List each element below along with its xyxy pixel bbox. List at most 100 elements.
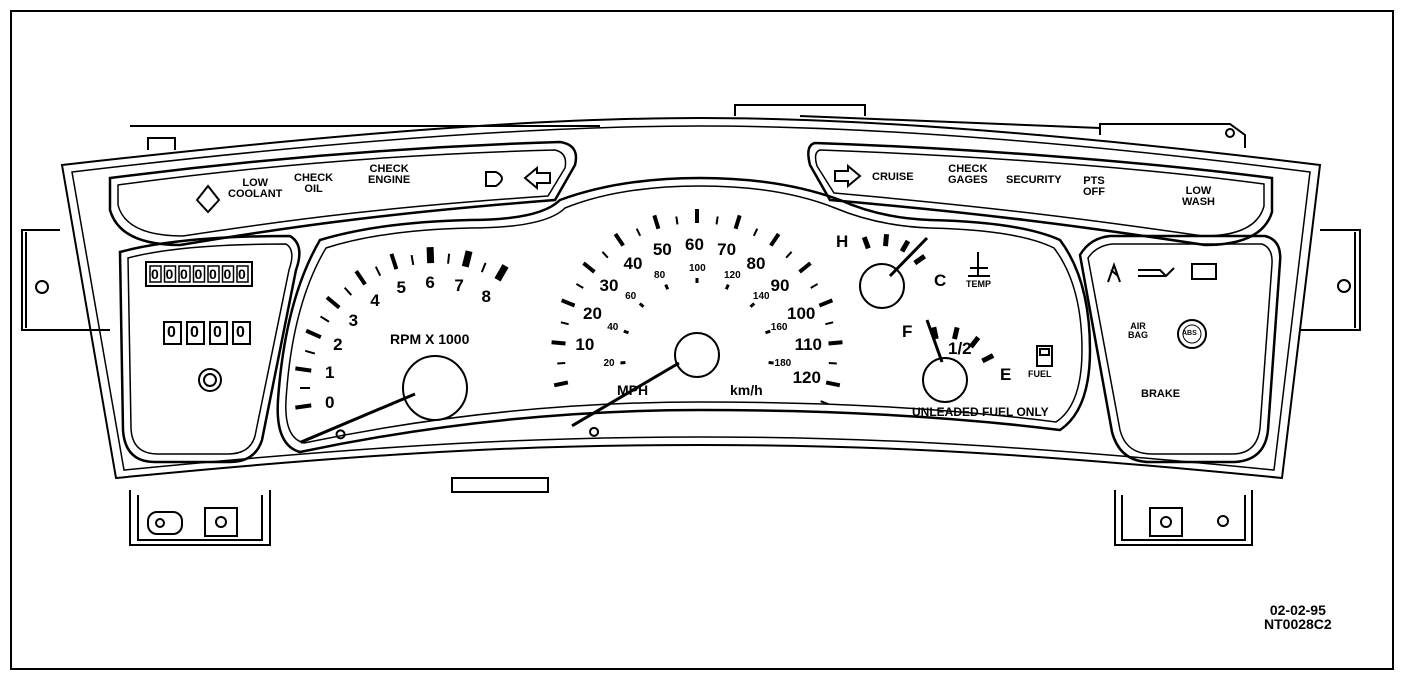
tach-label-0: 0 (325, 392, 335, 412)
odometer-digit: 0 (180, 266, 188, 282)
speedo-tick (613, 232, 625, 247)
mph-label-120: 120 (792, 367, 821, 387)
speedo-minor-tick (785, 251, 793, 259)
kmh-label: km/h (730, 382, 763, 398)
tachometer-needle (299, 392, 416, 444)
kmh-label-100: 100 (689, 263, 706, 274)
temp-label: TEMP (966, 279, 992, 289)
kmh-label-20: 20 (603, 357, 615, 369)
kmh-label-80: 80 (654, 270, 666, 282)
temp-icon (968, 252, 990, 277)
unleaded-fuel-note: UNLEADED FUEL ONLY (912, 405, 1049, 419)
trip-digit-box (163, 321, 182, 345)
speedo-tick (560, 298, 576, 308)
fuel-tick (968, 335, 981, 349)
kmh-label-140: 140 (752, 291, 770, 303)
tach-tick (325, 295, 341, 310)
fuel-tick (981, 353, 995, 364)
speedo-minor-tick (820, 400, 829, 405)
tach-minor-tick (374, 266, 382, 277)
fuel-full-label: F (902, 322, 913, 341)
fuel-empty-label: E (1000, 365, 1012, 384)
speedo-minor-tick (752, 228, 759, 237)
mph-label-60: 60 (685, 235, 704, 254)
speedo-minor-tick (675, 216, 679, 225)
speedometer-hub (674, 332, 720, 378)
speedo-tick (652, 214, 661, 230)
temp-tick (913, 254, 927, 266)
fuel-gauge-hub (922, 357, 968, 403)
speedo-tick (582, 261, 596, 274)
tachometer-label: RPM X 1000 (390, 331, 470, 347)
tach-minor-tick (319, 315, 330, 323)
tach-minor-tick (480, 262, 487, 273)
mph-label-20: 20 (583, 303, 602, 323)
tach-label-6: 6 (425, 273, 435, 293)
trip-digit-box (186, 321, 205, 345)
tach-label-4: 4 (370, 290, 380, 310)
tach-minor-tick (304, 349, 316, 355)
tach-tick (426, 246, 435, 264)
fuel-pump-icon (1036, 345, 1053, 367)
odometer-digit: 0 (165, 266, 174, 282)
tach-tick (461, 250, 473, 268)
odometer-digit: 0 (151, 266, 159, 282)
tach-minor-tick (410, 254, 415, 266)
mph-label-40: 40 (623, 253, 643, 273)
odometer-reset-button (198, 368, 222, 392)
speedo-minor-tick (715, 216, 719, 225)
kmh-label-40: 40 (607, 322, 619, 334)
tach-tick (295, 403, 312, 410)
fuel-gauge-needle (925, 319, 944, 363)
tach-tick (389, 253, 399, 270)
tachometer-needle-stop (335, 429, 346, 440)
tach-tick (305, 328, 322, 339)
speedo-tick (769, 232, 781, 247)
kmh-label-120: 120 (723, 270, 741, 282)
tach-minor-tick (447, 253, 451, 264)
headlamp-icon (485, 171, 503, 187)
odometer-digit: 0 (223, 266, 232, 282)
seatbelt-icon (1107, 261, 1121, 283)
kmh-tick (765, 329, 771, 335)
tach-label-2: 2 (333, 335, 343, 355)
kmh-label-180: 180 (774, 357, 792, 369)
tach-tick (494, 264, 509, 282)
mph-label-10: 10 (575, 335, 595, 355)
kmh-label-60: 60 (625, 291, 637, 303)
mph-label-30: 30 (599, 275, 619, 295)
reference-code: NT0028C2 (1264, 616, 1332, 632)
odometer-digit-box (178, 265, 191, 283)
cruise-label: CRUISE (872, 171, 914, 183)
drawing-frame (10, 10, 1394, 670)
reference-date: 02-02-95 (1269, 602, 1326, 618)
tach-label-7: 7 (454, 276, 464, 296)
mph-label: MPH (617, 382, 649, 398)
speedo-tick (798, 261, 812, 274)
fuel-tick (952, 326, 960, 340)
odometer-digit-box (221, 265, 235, 283)
fuel-tick (931, 326, 939, 340)
temp-gauge-needle (888, 236, 929, 278)
odometer-digit-box (207, 265, 220, 283)
speedo-tick (553, 380, 569, 388)
kmh-tick (768, 361, 774, 365)
speedo-minor-tick (560, 321, 569, 326)
tach-label-8: 8 (481, 287, 491, 307)
right-turn-arrow-icon (834, 163, 862, 189)
speedo-tick (825, 380, 841, 388)
temp-cold-label: C (934, 271, 947, 290)
trip-digit-box (209, 321, 228, 345)
tach-minor-tick (343, 287, 353, 296)
speedo-minor-tick (825, 321, 834, 326)
trip-digit-box (232, 321, 251, 345)
trip-digit: 0 (213, 324, 222, 341)
fuel-half-label: 1/2 (948, 339, 972, 358)
speedo-tick (733, 214, 742, 230)
speedo-minor-tick (635, 228, 642, 237)
kmh-tick (623, 329, 629, 335)
odometer-window (145, 261, 253, 287)
